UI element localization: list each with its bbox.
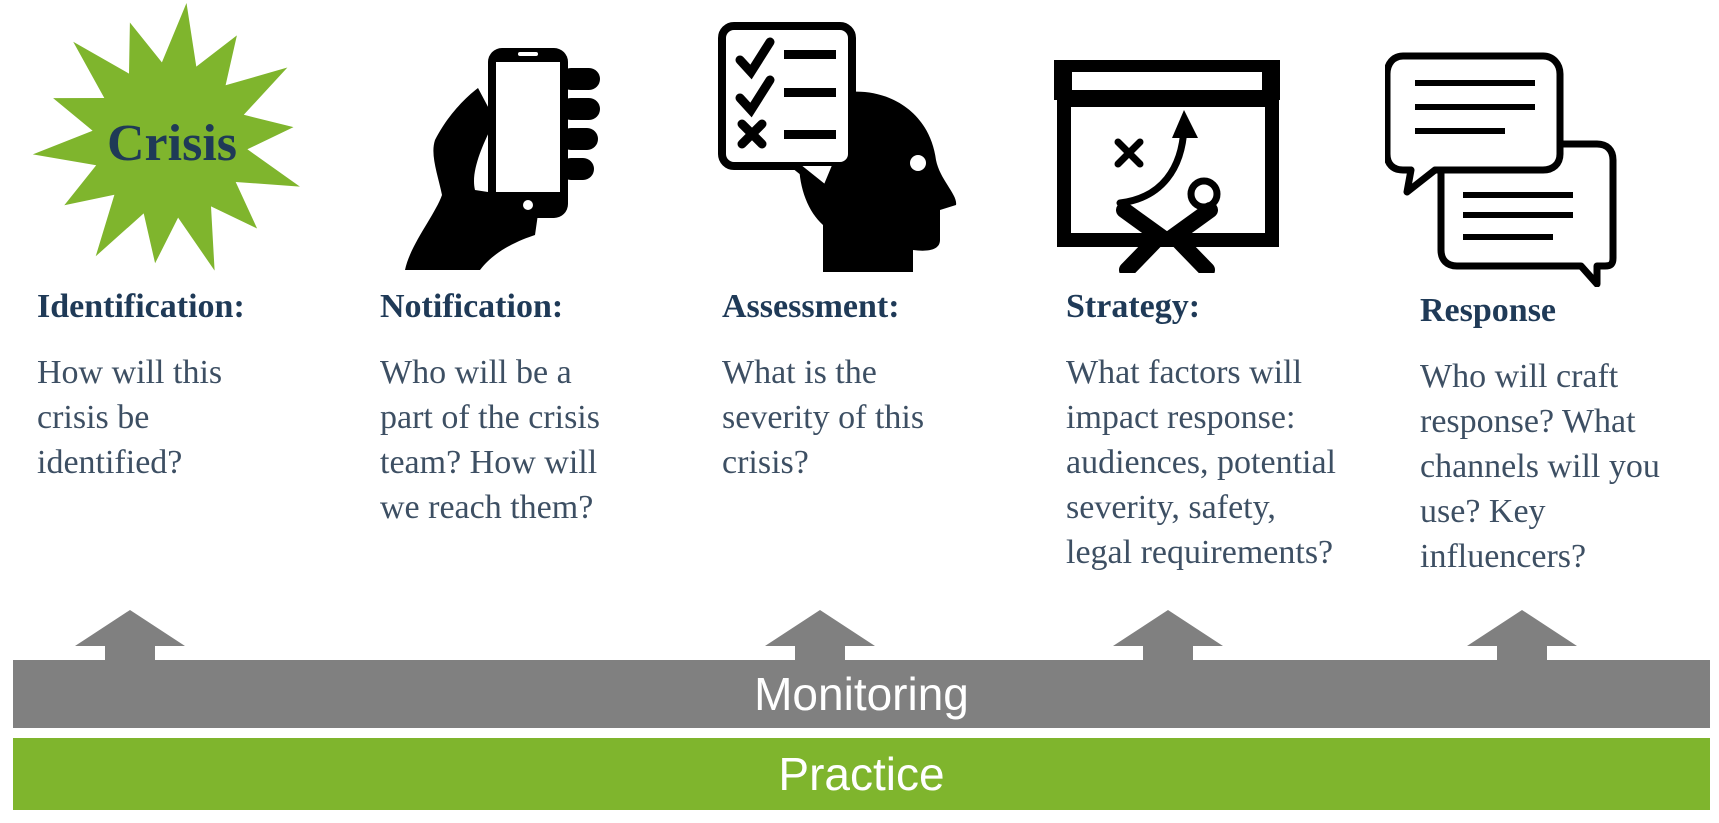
heading-identification: Identification:	[37, 288, 245, 325]
text-identification: How will this crisis be identified?	[37, 354, 223, 481]
hand-phone-icon	[405, 48, 600, 270]
crisis-label: Crisis	[107, 115, 237, 172]
heading-response: Response	[1420, 292, 1557, 329]
heading-assessment: Assessment:	[722, 288, 900, 325]
head-checklist-icon	[718, 22, 957, 272]
up-arrow-icon	[75, 610, 185, 660]
practice-label: Practice	[778, 748, 945, 800]
text-response: Who will craft response? What channels w…	[1420, 358, 1660, 575]
monitoring-label: Monitoring	[754, 668, 969, 720]
heading-notification: Notification:	[380, 288, 564, 325]
up-arrow-icon	[765, 610, 875, 660]
up-arrow-icon	[1467, 610, 1577, 660]
text-notification: Who will be a part of the crisis team? H…	[380, 354, 600, 526]
starburst-icon: Crisis	[32, 3, 300, 271]
chat-bubbles-icon	[1385, 52, 1617, 287]
text-assessment: What is the severity of this crisis?	[722, 354, 925, 481]
up-arrow-icon	[1113, 610, 1223, 660]
monitoring-bar: Monitoring	[13, 660, 1710, 728]
practice-bar: Practice	[13, 738, 1710, 810]
heading-strategy: Strategy:	[1066, 288, 1201, 325]
text-strategy: What factors will impact response: audie…	[1066, 354, 1337, 571]
strategy-board-icon	[1054, 60, 1280, 273]
